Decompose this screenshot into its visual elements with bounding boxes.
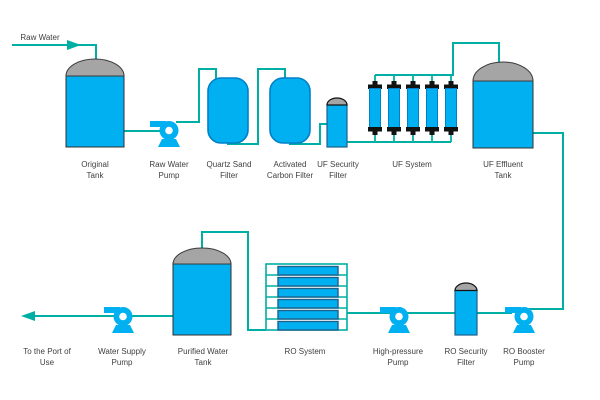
- uf-membrane-module: [368, 81, 382, 135]
- uf-membrane-module: [406, 81, 420, 135]
- ro-membrane-vessel: [277, 320, 339, 331]
- flow-arrow-right-icon: [67, 40, 81, 50]
- ro-membrane-vessel: [277, 309, 339, 320]
- water-supply-pump-icon: [104, 307, 134, 333]
- uf-membrane-module: [425, 81, 439, 135]
- activated-carbon-filter-vessel: [269, 77, 311, 144]
- ro-booster-pump-icon: [505, 307, 535, 333]
- ro-security-filter-vessel: [454, 282, 478, 336]
- uf-effluent-tank: [472, 61, 534, 149]
- raw-water-inlet-pipe: [12, 44, 97, 62]
- purified-water-tank: [172, 247, 232, 336]
- uf-system-label: UF System: [392, 160, 432, 169]
- ro-membrane-vessel: [277, 287, 339, 298]
- raw-water-label: Raw Water: [20, 33, 60, 42]
- uf-membrane-module: [387, 81, 401, 135]
- ro-membrane-vessel: [277, 276, 339, 287]
- uf-membrane-module: [444, 81, 458, 135]
- uf-tank-to-booster-pipe: [528, 132, 564, 310]
- ro-membrane-vessel: [277, 265, 339, 276]
- raw-water-pump-icon: [150, 121, 180, 147]
- quartz-sand-filter-vessel: [207, 77, 249, 144]
- original-tank: [65, 58, 125, 148]
- high-pressure-pump-icon: [380, 307, 410, 333]
- flow-arrow-left-icon: [21, 311, 35, 321]
- uf-top-manifold-pipe: [375, 42, 500, 76]
- ro-to-purified-tank-pipe: [201, 231, 266, 331]
- raw-pump-to-quartz-pipe: [176, 68, 217, 123]
- uf-security-filter-vessel: [326, 97, 348, 148]
- ro-system-rack: [265, 263, 348, 331]
- ro-membrane-vessel: [277, 298, 339, 309]
- ro-system-label: RO System: [285, 347, 326, 356]
- uf-system-modules: [368, 81, 458, 135]
